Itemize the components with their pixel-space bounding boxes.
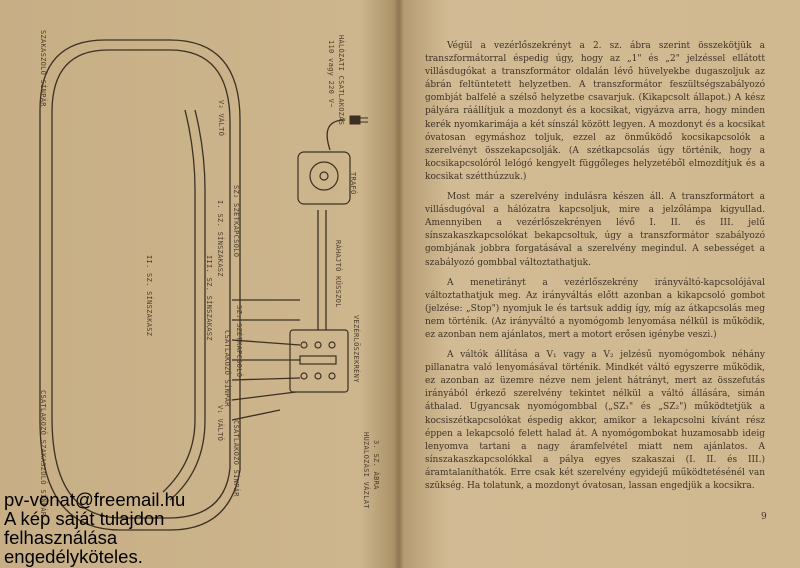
inner-siding-2	[162, 109, 196, 493]
paragraph-3: A menetirányt a vezérlőszekrény irányvál…	[425, 277, 765, 340]
paragraph-4: A váltók állítása a V₁ vagy a V₂ jelzésű…	[425, 350, 765, 491]
label-i-sinszakasz: I. SZ. SÍNSZAKASZ	[216, 200, 224, 277]
label-sz2: SZ₂ SZÉTKAPCSOLÓ	[232, 185, 240, 258]
label-csatl-sinpar2: CSATLAKOZÓ SÍNPÁR	[232, 420, 240, 497]
label-v2: V₂ VÁLTÓ	[217, 100, 225, 137]
outer-track-inner	[51, 49, 231, 519]
label-v1: V₁ VÁLTÓ	[216, 405, 224, 442]
instruction-text: Végül a vezérlőszekrényt a 2. sz. ábra s…	[425, 40, 765, 500]
label-vazlat: HUZALOZÁSI VÁZLAT	[362, 432, 370, 509]
label-vezerlo: VEZÉRLŐSZEKRÉNY	[352, 315, 360, 383]
label-volt: 110 vagy 220 V~	[327, 40, 335, 108]
page-fold	[394, 0, 404, 568]
label-trafo: TRAFÓ	[349, 172, 357, 195]
paragraph-1: Végül a vezérlőszekrényt a 2. sz. ábra s…	[425, 41, 765, 182]
outer-track	[39, 39, 241, 531]
trafo-wire	[317, 210, 327, 330]
watermark-line-2: A kép saját tulajdon	[4, 508, 165, 529]
label-ii-sinszakasz: II. SZ. SÍNSZAKASZ	[145, 255, 153, 337]
label-halozati: HÁLÓZATI CSATLAKOZÁS	[337, 35, 345, 126]
watermark: pv-vonat@freemail.hu A kép saját tulajdo…	[4, 490, 274, 566]
page-number: 9	[761, 512, 767, 522]
label-abra: 3. SZ. ÁBRA	[372, 440, 380, 490]
wire-bundle	[231, 299, 301, 421]
watermark-line-4: engedélyköteles.	[4, 546, 143, 567]
wiring-diagram	[39, 39, 368, 531]
label-szakaszolo: SZAKASZOLÓ SÍNPÁR	[39, 30, 47, 107]
transformer	[297, 151, 351, 205]
left-page: HÁLÓZATI CSATLAKOZÁS 110 vagy 220 V~ TRA…	[0, 0, 395, 568]
mains-cable	[326, 119, 346, 151]
control-box	[289, 329, 349, 393]
watermark-line-3: felhasználása	[4, 527, 118, 548]
label-iii-sinszakasz: III. SZ. SÍNSZAKASZ	[205, 255, 213, 341]
label-csatlakozo-sinpar: CSATLAKOZÓ SÍNPÁR	[223, 330, 231, 407]
watermark-email: pv-vonat@freemail.hu	[4, 489, 186, 510]
label-sz1: SZ₁ SZÉTKAPCSOLÓ	[235, 305, 243, 378]
mains-plug	[349, 115, 368, 125]
paragraph-2: Most már a szerelvény indulásra készen á…	[425, 192, 765, 268]
label-rahajto: RÁHAJTÓ KÜSSZOL	[334, 240, 342, 308]
inner-siding	[169, 109, 206, 501]
